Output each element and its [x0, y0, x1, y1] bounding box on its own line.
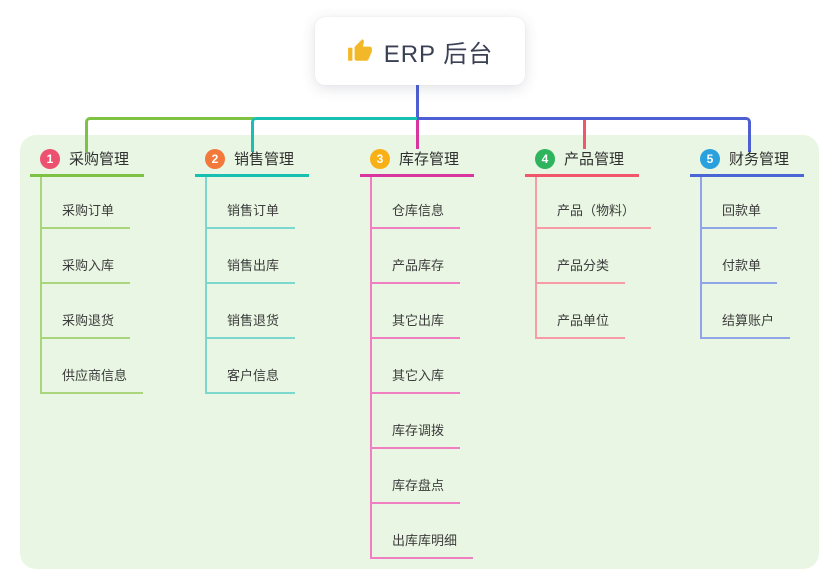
- leaf-label: 产品库存: [372, 258, 461, 284]
- leaf-node[interactable]: 采购退货: [42, 284, 143, 339]
- leaf-node[interactable]: 采购订单: [42, 177, 143, 229]
- branch-items: 采购订单采购入库采购退货供应商信息: [40, 177, 144, 394]
- connector-root-vertical: [416, 85, 419, 119]
- branch-title: 采购管理: [69, 151, 130, 168]
- branch-node[interactable]: 3 库存管理: [360, 135, 474, 177]
- branch-number-badge: 4: [535, 148, 555, 169]
- branch-title: 库存管理: [399, 151, 460, 168]
- leaf-label: 其它入库: [372, 368, 461, 394]
- branch-2: 2 销售管理销售订单销售出库销售退货客户信息: [195, 135, 309, 394]
- leaf-label: 其它出库: [372, 313, 461, 339]
- leaf-node[interactable]: 产品分类: [537, 229, 651, 284]
- leaf-label: 客户信息: [207, 368, 296, 394]
- leaf-node[interactable]: 销售订单: [207, 177, 296, 229]
- leaf-label: 产品分类: [537, 258, 626, 284]
- branch-number-badge: 3: [370, 148, 390, 169]
- leaf-node[interactable]: 供应商信息: [42, 339, 144, 394]
- leaf-node[interactable]: 其它出库: [372, 284, 473, 339]
- branch-title: 财务管理: [729, 151, 790, 168]
- connector-branch1-green: [85, 117, 254, 152]
- leaf-node[interactable]: 产品单位: [537, 284, 651, 339]
- leaf-label: 库存盘点: [372, 478, 461, 504]
- leaf-label: 采购订单: [42, 203, 131, 229]
- branch-1: 1 采购管理采购订单采购入库采购退货供应商信息: [30, 135, 144, 394]
- branch-items: 仓库信息产品库存其它出库其它入库库存调拨库存盘点出库库明细: [370, 177, 474, 559]
- branch-items: 产品（物料） 产品分类产品单位: [535, 177, 652, 339]
- connector-branch5-blue: [417, 117, 751, 152]
- branch-number-badge: 2: [205, 148, 225, 169]
- leaf-node[interactable]: 采购入库: [42, 229, 143, 284]
- leaf-node[interactable]: 回款单: [702, 177, 790, 229]
- leaf-node[interactable]: 产品库存: [372, 229, 473, 284]
- branch-number-badge: 1: [40, 148, 60, 169]
- branch-items: 回款单付款单结算账户: [700, 177, 791, 339]
- branch-node[interactable]: 5 财务管理: [690, 135, 804, 177]
- leaf-node[interactable]: 出库库明细: [372, 504, 474, 559]
- connector-branch2-teal: [251, 117, 420, 152]
- branch-number-badge: 5: [700, 148, 720, 169]
- branches-panel: [20, 135, 819, 569]
- leaf-node[interactable]: 库存调拨: [372, 394, 473, 449]
- leaf-node[interactable]: 仓库信息: [372, 177, 473, 229]
- leaf-node[interactable]: 产品（物料）: [537, 177, 652, 229]
- leaf-node[interactable]: 销售出库: [207, 229, 296, 284]
- branch-node[interactable]: 2 销售管理: [195, 135, 309, 177]
- leaf-label: 结算账户: [702, 313, 791, 339]
- leaf-label: 库存调拨: [372, 423, 461, 449]
- root-title: ERP 后台: [383, 40, 494, 68]
- connector-branch3-drop: [416, 120, 419, 149]
- leaf-label: 采购退货: [42, 313, 131, 339]
- leaf-node[interactable]: 销售退货: [207, 284, 296, 339]
- leaf-node[interactable]: 付款单: [702, 229, 790, 284]
- branch-4: 4 产品管理产品（物料） 产品分类产品单位: [525, 135, 652, 339]
- leaf-node[interactable]: 客户信息: [207, 339, 296, 394]
- leaf-label: 销售出库: [207, 258, 296, 284]
- leaf-node[interactable]: 结算账户: [702, 284, 791, 339]
- thumbs-up-icon: [347, 38, 373, 64]
- branch-5: 5 财务管理回款单付款单结算账户: [690, 135, 804, 339]
- connector-branch4-drop: [583, 120, 586, 149]
- leaf-node[interactable]: 库存盘点: [372, 449, 473, 504]
- branch-title: 销售管理: [234, 151, 295, 168]
- leaf-label: 采购入库: [42, 258, 131, 284]
- leaf-label: 产品单位: [537, 313, 626, 339]
- branch-3: 3 库存管理仓库信息产品库存其它出库其它入库库存调拨库存盘点出库库明细: [360, 135, 474, 559]
- branch-items: 销售订单销售出库销售退货客户信息: [205, 177, 296, 394]
- leaf-label: 销售订单: [207, 203, 296, 229]
- branch-title: 产品管理: [564, 151, 625, 168]
- branch-node[interactable]: 4 产品管理: [525, 135, 639, 177]
- branch-node[interactable]: 1 采购管理: [30, 135, 144, 177]
- root-node[interactable]: ERP 后台: [315, 17, 525, 85]
- leaf-label: 产品（物料）: [537, 203, 652, 229]
- leaf-label: 出库库明细: [372, 533, 474, 559]
- leaf-label: 回款单: [702, 203, 778, 229]
- leaf-label: 付款单: [702, 258, 778, 284]
- leaf-label: 供应商信息: [42, 368, 144, 394]
- leaf-label: 仓库信息: [372, 203, 461, 229]
- leaf-node[interactable]: 其它入库: [372, 339, 473, 394]
- leaf-label: 销售退货: [207, 313, 296, 339]
